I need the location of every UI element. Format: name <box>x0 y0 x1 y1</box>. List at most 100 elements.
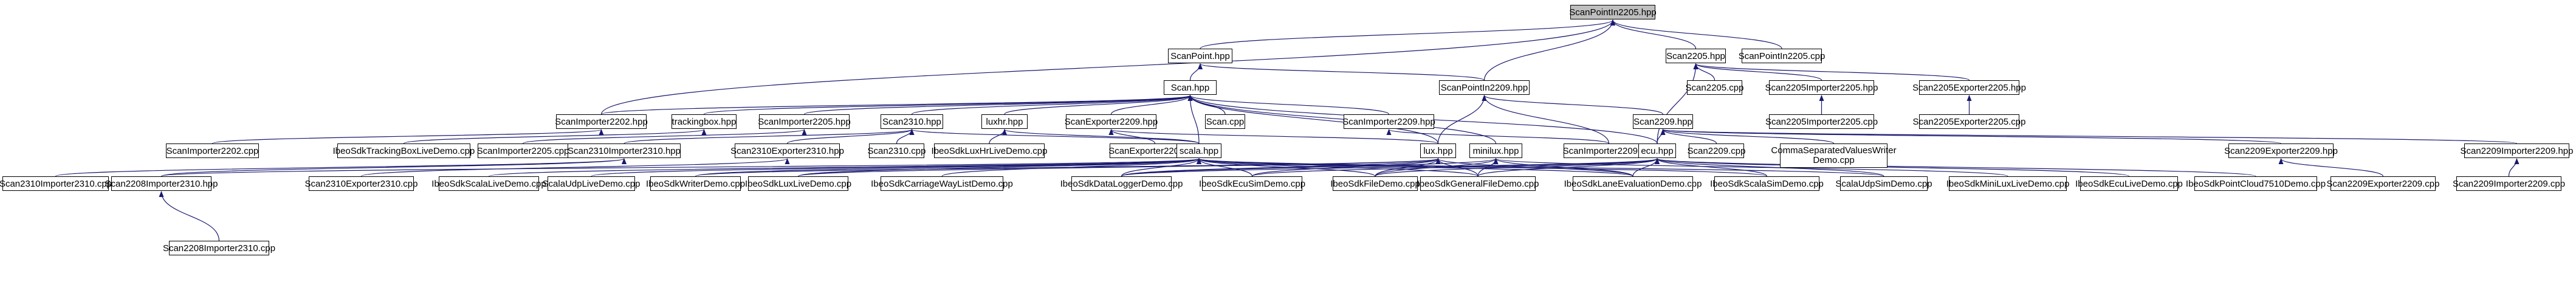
node-ibeosdkluxhrlivedemo-cpp[interactable]: IbeoSdkLuxHrLiveDemo.cpp <box>932 143 1047 158</box>
node-scan2208importer2310-cpp[interactable]: Scan2208Importer2310.cpp <box>163 241 275 255</box>
edge-n8-n2 <box>1693 63 1970 81</box>
node-scan2310exporter2310-cpp[interactable]: Scan2310Exporter2310.cpp <box>305 176 418 191</box>
edge-n31-n5 <box>1482 95 1610 144</box>
node-scan2209importer2209-cpp[interactable]: Scan2209Importer2209.cpp <box>2453 176 2565 191</box>
node-scan2205-hpp[interactable]: Scan2205.hpp <box>1666 49 1726 63</box>
edge-n3-n0 <box>1610 19 1782 49</box>
node-ibeosdkecusimdemo-cpp[interactable]: IbeoSdkEcuSimDemo.cpp <box>1199 176 1305 191</box>
node-scan2310importer2310-hpp[interactable]: Scan2310Importer2310.hpp <box>568 143 681 158</box>
node-scan2209importer2209-hpp[interactable]: Scan2209Importer2209.hpp <box>2461 143 2574 158</box>
edge-n10-n4 <box>703 95 1193 115</box>
node-ibeosdklaneevaluationdemo-cpp[interactable]: IbeoSdkLaneEvaluationDemo.cpp <box>1564 176 1702 191</box>
node-label: Scan2205Importer2205.hpp <box>1765 82 1878 93</box>
edge-n28-n13 <box>1002 129 1200 144</box>
node-ibeosdkscalasimdemo-cpp[interactable]: IbeoSdkScalaSimDemo.cpp <box>1710 176 1824 191</box>
node-scalaudpsimdemo-cpp[interactable]: ScalaUdpSimDemo.cpp <box>1835 176 1932 191</box>
edge-n5-n0 <box>1483 19 1615 81</box>
node-scanimporter2205-cpp[interactable]: ScanImporter2205.cpp <box>477 143 569 158</box>
node-scan-hpp[interactable]: Scan.hpp <box>1164 80 1217 95</box>
node-label: trackingbox.hpp <box>671 116 737 127</box>
node-scan2209-hpp[interactable]: Scan2209.hpp <box>1633 114 1693 129</box>
node-ibeosdkgeneralfiledemo-cpp[interactable]: IbeoSdkGeneralFileDemo.cpp <box>1417 176 1539 191</box>
node-label: IbeoSdkScalaLiveDemo.cpp <box>431 178 546 189</box>
node-label: Scan2310Exporter2310.cpp <box>304 178 418 189</box>
edge-n45-n32 <box>1121 158 1660 177</box>
node-luxhr-hpp[interactable]: luxhr.hpp <box>981 114 1028 129</box>
node-ibeosdkminiluxlivedemo-cpp[interactable]: IbeoSdkMiniLuxLiveDemo.cpp <box>1946 176 2069 191</box>
node-ibeosdkluxlivedemo-cpp[interactable]: IbeoSdkLuxLiveDemo.cpp <box>745 176 851 191</box>
node-label: Scan2205Importer2205.cpp <box>1765 116 1878 127</box>
node-scanimporter2209-hpp[interactable]: ScanImporter2209.hpp <box>1342 114 1435 129</box>
node-label: ScanPointIn2205.cpp <box>1738 50 1826 61</box>
node-scalaudplivedemo-cpp[interactable]: ScalaUdpLiveDemo.cpp <box>543 176 640 191</box>
edge-n9-n0 <box>600 19 1615 115</box>
node-ibeosdkcarriagewaylistdemo-cpp[interactable]: IbeoSdkCarriageWayListDemo.cpp <box>871 176 1013 191</box>
edge-n23-n12 <box>623 129 915 144</box>
edge-n28-n4 <box>1187 95 1200 144</box>
node-scan2310exporter2310-hpp[interactable]: Scan2310Exporter2310.hpp <box>730 143 844 158</box>
edge-n51-n32 <box>1655 158 1884 177</box>
node-scanpoint-hpp[interactable]: ScanPoint.hpp <box>1168 49 1232 63</box>
node-scanpointin2209-hpp[interactable]: ScanPointIn2209.hpp <box>1439 80 1530 95</box>
edge-n29-n14 <box>1108 129 1439 144</box>
node-scan2310-hpp[interactable]: Scan2310.hpp <box>881 114 943 129</box>
edge-n24-n12 <box>786 129 915 144</box>
node-scan2205exporter2205-hpp[interactable]: Scan2205Exporter2205.hpp <box>1912 80 2026 95</box>
node-scan2208importer2310-hpp[interactable]: Scan2208Importer2310.hpp <box>105 176 218 191</box>
node-label: IbeoSdkLuxHrLiveDemo.cpp <box>931 145 1048 156</box>
node-scan2205exporter2205-cpp[interactable]: Scan2205Exporter2205.cpp <box>1913 114 2026 129</box>
node-lux-hpp[interactable]: lux.hpp <box>1420 143 1456 158</box>
edge-n20-n9 <box>211 129 603 144</box>
node-label: ScanImporter2209.hpp <box>1342 116 1435 127</box>
edge-n29-n4 <box>1187 95 1439 144</box>
edge-n43-n28 <box>797 158 1201 177</box>
node-scan2205importer2205-hpp[interactable]: Scan2205Importer2205.hpp <box>1765 80 1878 95</box>
node-label: ScanImporter2205.cpp <box>476 145 569 156</box>
node-label: Scan2209.hpp <box>1633 116 1692 127</box>
node-ibeosdkscalalivedemo-cpp[interactable]: IbeoSdkScalaLiveDemo.cpp <box>431 176 546 191</box>
node-scan2209exporter2209-hpp[interactable]: Scan2209Exporter2209.hpp <box>2224 143 2338 158</box>
node-ibeosdktrackingboxlivedemo-cpp[interactable]: IbeoSdkTrackingBoxLiveDemo.cpp <box>333 143 475 158</box>
node-label: ScanPointIn2205.hpp <box>1569 7 1657 18</box>
edge-n11-n4 <box>803 95 1193 115</box>
edge-n46-n32 <box>1251 158 1660 177</box>
node-ibeosdkeculivedemo-cpp[interactable]: IbeoSdkEcuLiveDemo.cpp <box>2075 176 2183 191</box>
node-trackingbox-hpp[interactable]: trackingbox.hpp <box>671 114 737 129</box>
node-scanexporter2209-hpp[interactable]: ScanExporter2209.hpp <box>1065 114 1158 129</box>
node-scan2205-cpp[interactable]: Scan2205.cpp <box>1686 80 1743 95</box>
edge-n28-n12 <box>909 129 1200 144</box>
edge-n22-n11 <box>522 129 807 144</box>
edge-n21-n10 <box>403 129 707 144</box>
node-label: IbeoSdkMiniLuxLiveDemo.cpp <box>1946 178 2070 189</box>
node-scan2205importer2205-cpp[interactable]: Scan2205Importer2205.cpp <box>1765 114 1878 129</box>
node-scanpointin2205-cpp[interactable]: ScanPointIn2205.cpp <box>1739 49 1825 63</box>
node-scan2209exporter2209-cpp[interactable]: Scan2209Exporter2209.cpp <box>2327 176 2440 191</box>
node-scanimporter2205-hpp[interactable]: ScanImporter2205.hpp <box>758 114 851 129</box>
node-label: ScanPoint.hpp <box>1170 50 1230 61</box>
node-ibeosdkfiledemo-cpp[interactable]: IbeoSdkFileDemo.cpp <box>1330 176 1420 191</box>
node-ibeosdkdataloggerdemo-cpp[interactable]: IbeoSdkDataLoggerDemo.cpp <box>1060 176 1183 191</box>
edge-n54-n32 <box>1655 158 2256 177</box>
node-label: IbeoSdkTrackingBoxLiveDemo.cpp <box>332 145 475 156</box>
node-label: IbeoSdkLaneEvaluationDemo.cpp <box>1564 178 1702 189</box>
edge-n16-n4 <box>1187 95 1390 115</box>
node-ibeosdkpointcloud7510demo-cpp[interactable]: IbeoSdkPointCloud7510Demo.cpp <box>2186 176 2326 191</box>
node-label: IbeoSdkGeneralFileDemo.cpp <box>1417 178 1539 189</box>
node-scan2310importer2310-cpp[interactable]: Scan2310Importer2310.cpp <box>0 176 112 191</box>
node-scanimporter2202-hpp[interactable]: ScanImporter2202.hpp <box>555 114 648 129</box>
node-label: IbeoSdkDataLoggerDemo.cpp <box>1060 178 1183 189</box>
node-scala-hpp[interactable]: scala.hpp <box>1176 143 1221 158</box>
node-ecu-hpp[interactable]: ecu.hpp <box>1638 143 1676 158</box>
node-minilux-hpp[interactable]: minilux.hpp <box>1469 143 1522 158</box>
node-scan2209-cpp[interactable]: Scan2209.cpp <box>1688 143 1745 158</box>
node-label: IbeoSdkEcuLiveDemo.cpp <box>2075 178 2183 189</box>
edge-n52-n30 <box>1494 158 2008 177</box>
node-scanimporter2202-cpp[interactable]: ScanImporter2202.cpp <box>166 143 259 158</box>
node-scan2310-cpp[interactable]: Scan2310.cpp <box>868 143 926 158</box>
node-scan-cpp[interactable]: Scan.cpp <box>1205 114 1245 129</box>
edge-n2-n0 <box>1610 19 1697 49</box>
node-ibeosdkwriterdemo-cpp[interactable]: IbeoSdkWriterDemo.cpp <box>646 176 745 191</box>
node-label: ecu.hpp <box>1641 145 1674 156</box>
node-label: IbeoSdkWriterDemo.cpp <box>645 178 746 189</box>
